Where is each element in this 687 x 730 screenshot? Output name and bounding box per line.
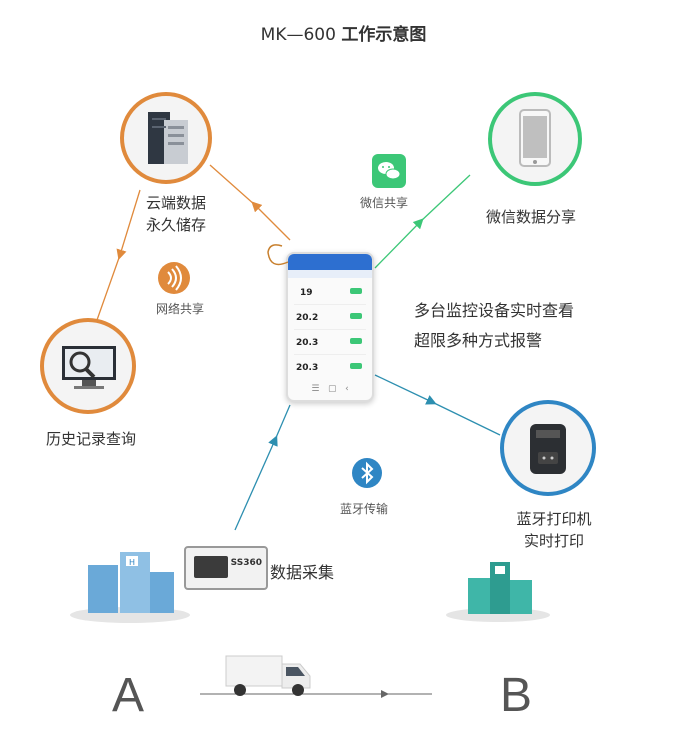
- title-text: 工作示意图: [341, 25, 427, 45]
- network-share-icon: [158, 262, 190, 294]
- data-logger-device: SS360: [184, 546, 268, 590]
- point-b-label: B: [500, 669, 533, 722]
- reading-row: 20.3: [294, 330, 366, 355]
- printer-label: 蓝牙打印机 实时打印: [516, 510, 592, 550]
- app-header: [288, 254, 372, 270]
- cloud-label: 云端数据 永久储存: [146, 194, 207, 234]
- smartphone-icon: [519, 109, 551, 167]
- line-cloud-history: [116, 189, 141, 260]
- wechat-data-label: 微信数据分享: [486, 208, 577, 226]
- wechat-share-label: 微信共享: [360, 196, 409, 210]
- wechat-icon: [372, 154, 406, 188]
- monitor-search-icon: [62, 346, 116, 389]
- reading-row: 20.2: [294, 305, 366, 330]
- cloud-server-node: [120, 92, 212, 184]
- device-screen: [194, 556, 228, 578]
- history-node: [40, 318, 136, 414]
- bluetooth-icon: [352, 458, 382, 488]
- phone-nav-bar: ☰ ▢ ‹: [311, 384, 349, 394]
- collect-label: 数据采集: [270, 563, 335, 582]
- printer-node: [500, 400, 596, 496]
- line-phone-wechat: [374, 218, 424, 269]
- svg-text:H: H: [129, 558, 135, 567]
- server-rack-icon: [148, 112, 188, 164]
- point-a-label: A: [112, 669, 145, 722]
- wechat-data-node: [488, 92, 582, 186]
- reading-row: 19: [294, 280, 366, 305]
- history-label: 历史记录查询: [46, 430, 137, 448]
- reading-row: 20.3: [294, 355, 366, 379]
- smartphone-app: 19 20.2 20.3 20.3 ☰ ▢ ‹: [286, 252, 374, 402]
- page-title: MK—600 工作示意图: [0, 20, 687, 45]
- printer-icon: [530, 424, 566, 474]
- line-phone-printer: [374, 374, 437, 405]
- title-model: MK—600: [260, 25, 336, 45]
- line-building-phone: [234, 435, 278, 531]
- network-share-label: 网络共享: [156, 302, 205, 316]
- line-phone-cloud: [251, 201, 291, 241]
- monitor-text: 多台监控设备实时查看 超限多种方式报警: [414, 301, 575, 350]
- bluetooth-label: 蓝牙传输: [340, 502, 389, 516]
- device-brand: SS360: [230, 558, 262, 568]
